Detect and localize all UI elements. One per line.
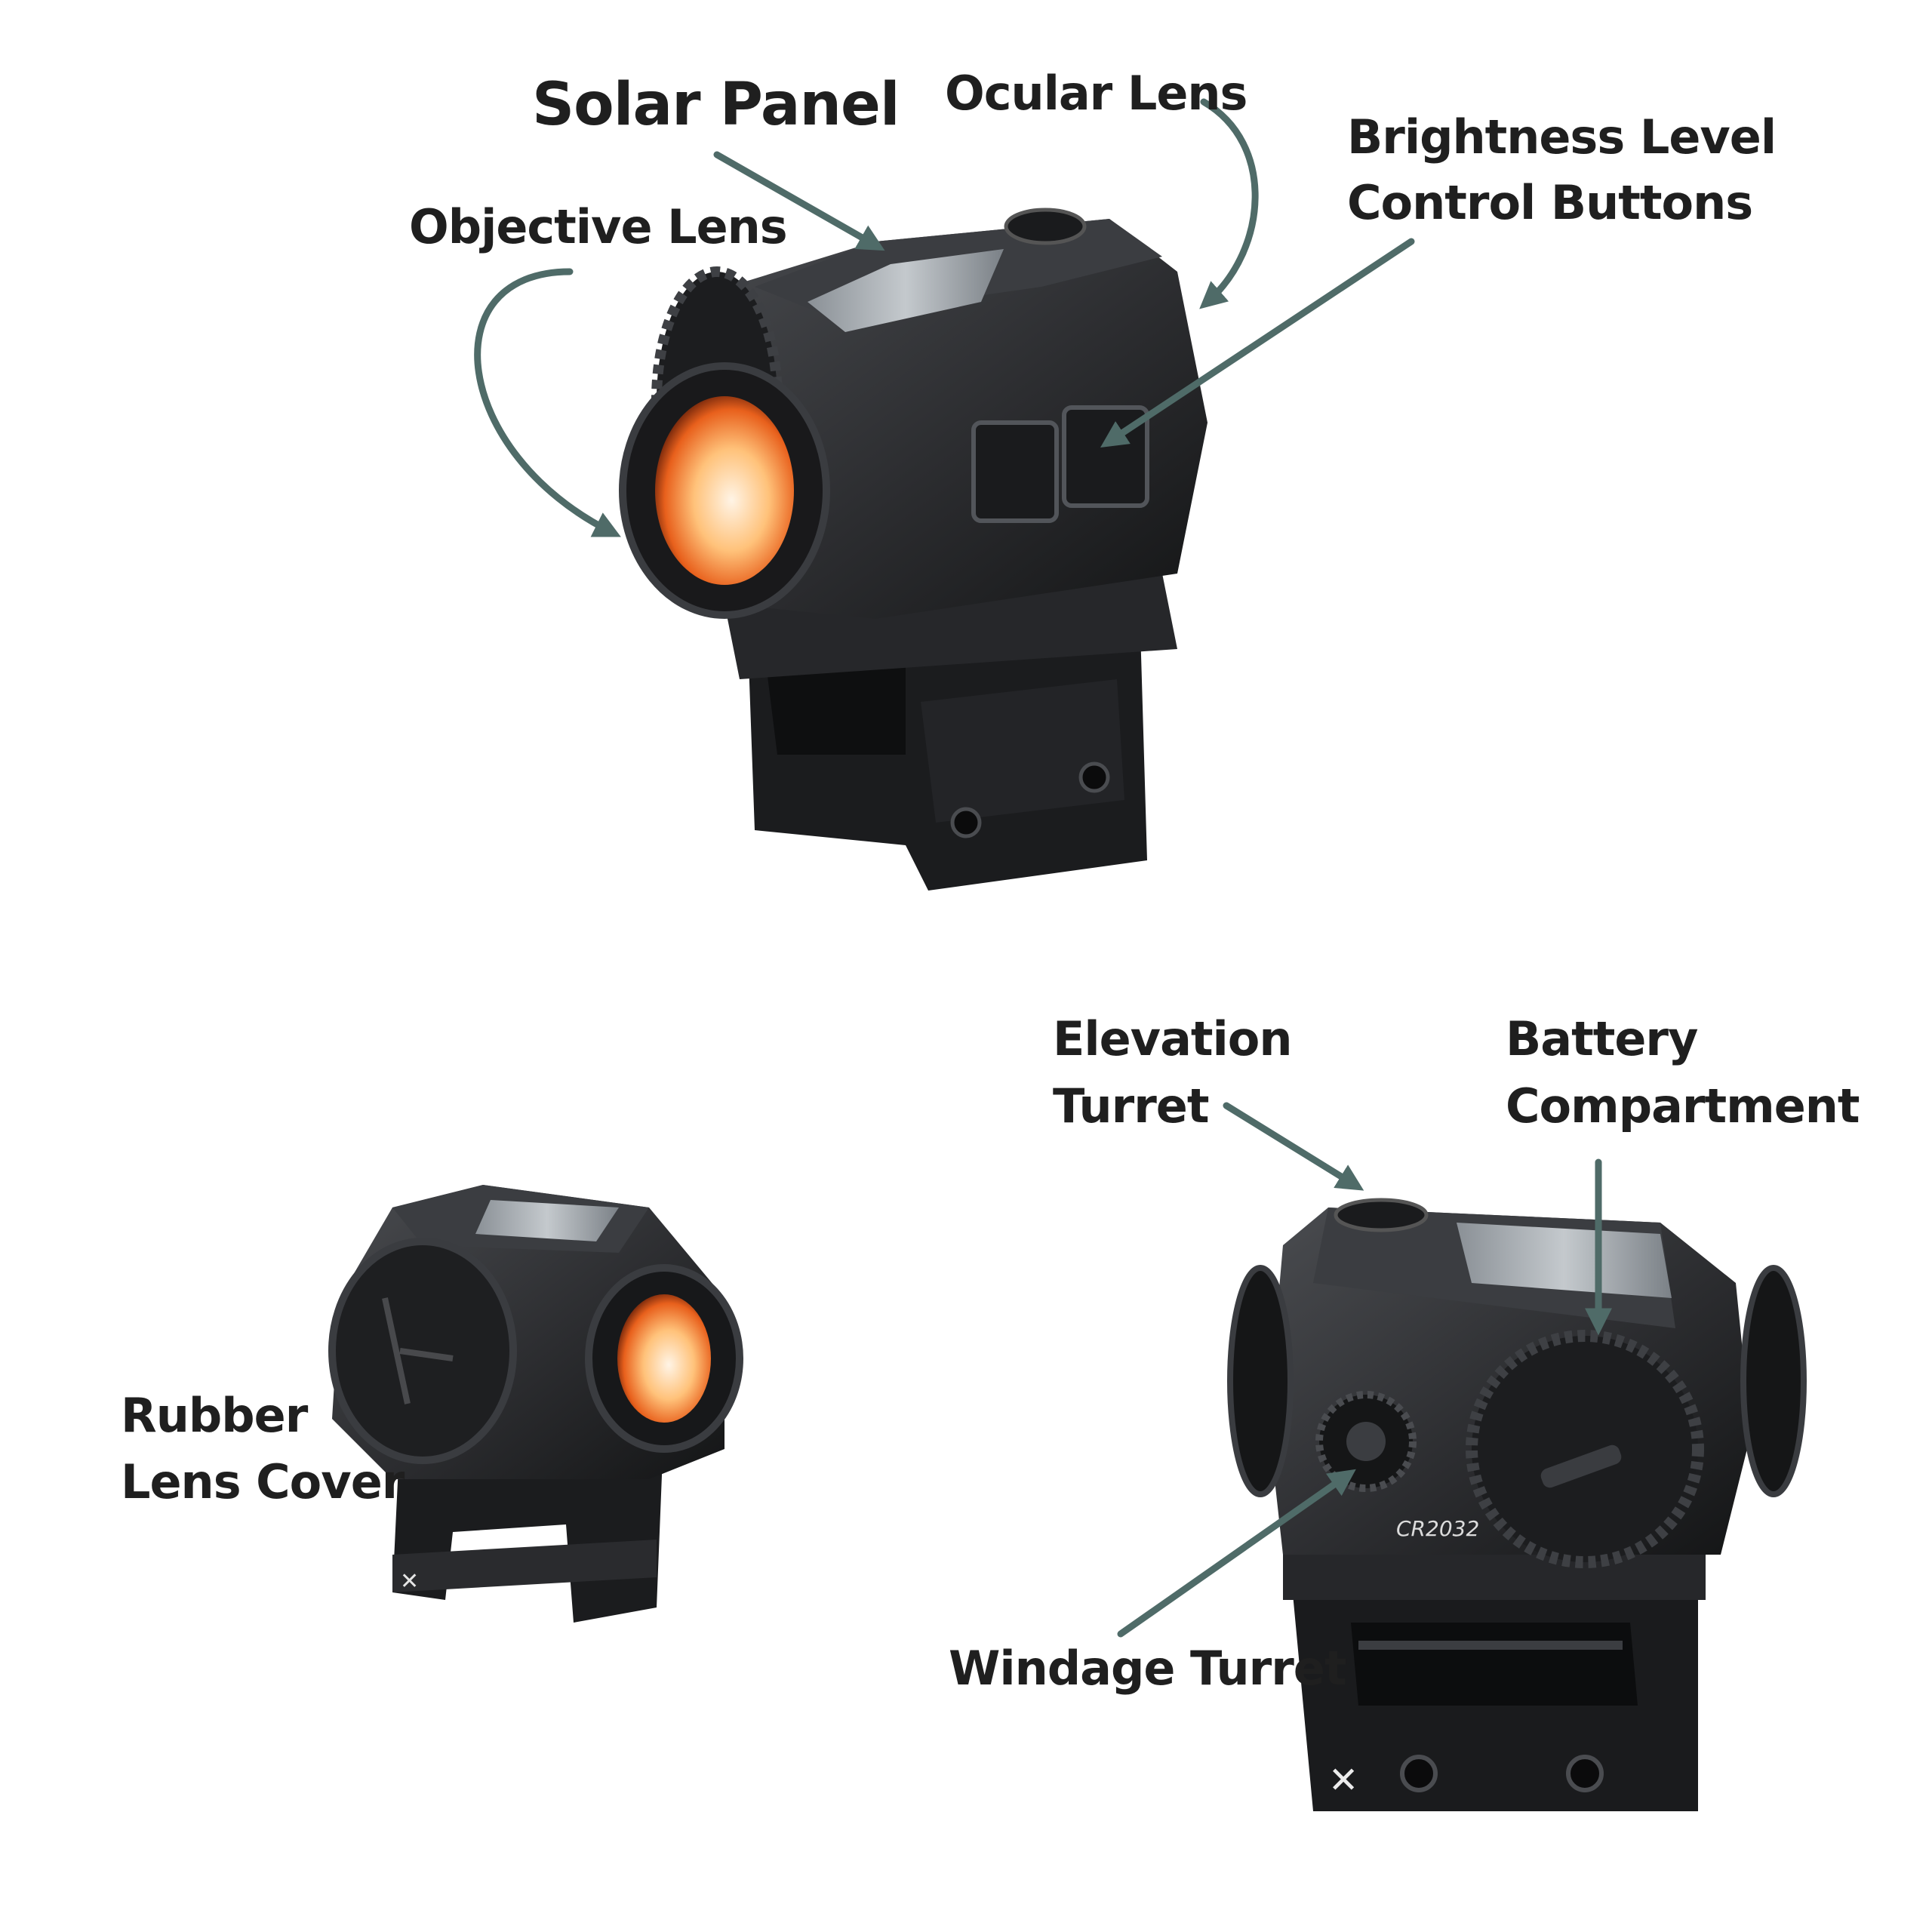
front-sight-illustration: ✕: [332, 1185, 740, 1623]
label-elevation-line1: Elevation: [1053, 1011, 1292, 1066]
label-battery-line1: Battery: [1506, 1011, 1698, 1066]
label-brightness-line1: Brightness Level: [1347, 109, 1776, 165]
label-solar-panel: Solar Panel: [532, 71, 900, 139]
battery-code-marking: CR2032: [1396, 1516, 1479, 1541]
objective-lens-arrow: [478, 272, 611, 532]
top-sight-illustration: [623, 210, 1208, 891]
side-sight-illustration: ✕ CR2032: [1230, 1200, 1804, 1811]
label-objective-lens: Objective Lens: [409, 199, 787, 254]
battery-cap-illustration: [1472, 1336, 1698, 1562]
rubber-lens-cover-illustration: [332, 1241, 513, 1460]
brightness-button-illustration: [974, 423, 1057, 521]
label-battery-line2: Compartment: [1506, 1078, 1860, 1134]
label-rubber-line2: Lens Cover: [121, 1454, 405, 1509]
svg-text:✕: ✕: [1328, 1759, 1358, 1801]
label-windage: Windage Turret: [949, 1641, 1346, 1696]
elevation-arrow: [1226, 1106, 1355, 1185]
label-ocular-lens: Ocular Lens: [945, 66, 1247, 121]
label-brightness-line2: Control Buttons: [1347, 175, 1752, 230]
label-elevation-line2: Turret: [1053, 1078, 1209, 1134]
svg-text:✕: ✕: [400, 1568, 419, 1595]
objective-lens-illustration: [655, 396, 794, 585]
label-rubber-line1: Rubber: [121, 1388, 309, 1443]
ocular-lens-arrow: [1204, 102, 1255, 302]
